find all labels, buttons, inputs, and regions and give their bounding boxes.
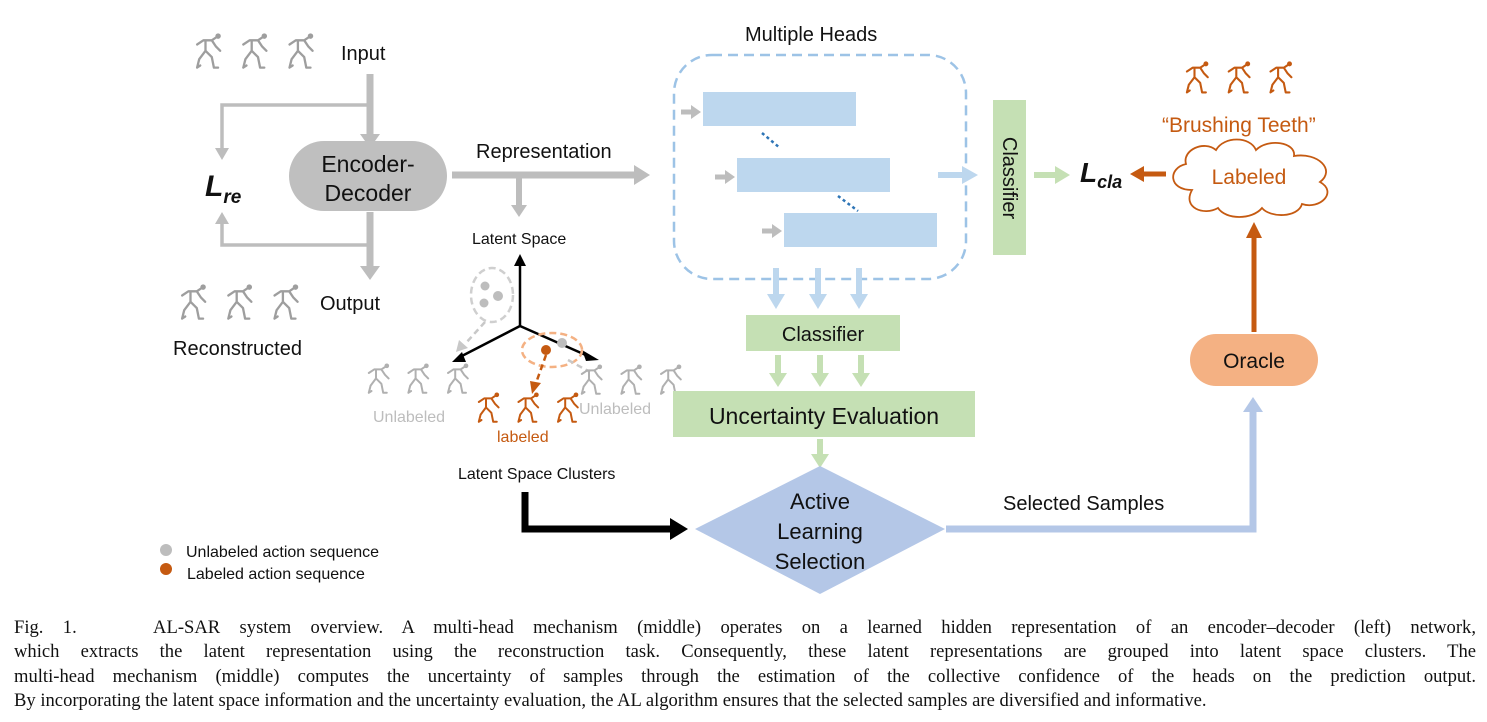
labeled-cloud bbox=[1172, 138, 1329, 218]
encoder-label-line1: Encoder- bbox=[321, 151, 414, 177]
encoder-decoder-block bbox=[289, 141, 447, 211]
uncertainty-evaluation-label: Uncertainty Evaluation bbox=[709, 403, 939, 429]
classifier-block bbox=[746, 315, 900, 351]
legend-labeled-label: Labeled action sequence bbox=[187, 566, 365, 583]
loss-re: Lre bbox=[205, 170, 242, 208]
latent-space-clusters-label: Latent Space Clusters bbox=[458, 466, 615, 483]
labeled-label: labeled bbox=[497, 429, 549, 446]
uncertainty-evaluation-block bbox=[673, 391, 975, 437]
output-skeletons bbox=[182, 286, 298, 319]
unlabeled-skeletons-right bbox=[582, 365, 681, 393]
oracle-block bbox=[1190, 334, 1318, 386]
output-label: Output bbox=[320, 293, 380, 315]
heads-down-arrows bbox=[767, 268, 868, 309]
caption-line: By incorporating the latent space inform… bbox=[14, 689, 1207, 711]
uncertainty-to-selection-arrow bbox=[811, 454, 829, 468]
multiple-heads-label: Multiple Heads bbox=[745, 24, 877, 46]
latent-space-axes bbox=[457, 264, 589, 360]
caption-line: multi-head mechanism (middle) computes t… bbox=[14, 665, 1476, 687]
classifier-vertical-block bbox=[993, 100, 1026, 255]
labeled-cluster bbox=[520, 331, 584, 369]
labeled-cloud-label: Labeled bbox=[1212, 166, 1287, 189]
representation-label: Representation bbox=[476, 141, 612, 163]
heads-to-classifier-arrow bbox=[962, 166, 978, 184]
unlabeled-label-right: Unlabeled bbox=[579, 401, 651, 418]
unlabeled-skeletons-left bbox=[369, 364, 468, 392]
latent-arrow bbox=[511, 205, 527, 217]
input-skeletons bbox=[197, 35, 313, 68]
clusters-to-selection-arrow bbox=[521, 492, 672, 533]
system-diagram: Input Lre Encoder- Decoder Output Recons… bbox=[160, 24, 1329, 594]
classifier-vertical-label: Classifier bbox=[998, 137, 1020, 220]
al-label-line2: Learning bbox=[777, 519, 863, 544]
legend-unlabeled-dot bbox=[160, 544, 172, 556]
legend-labeled-dot bbox=[160, 563, 172, 575]
reconstruction-loop-top bbox=[220, 103, 370, 152]
latent-space-label: Latent Space bbox=[472, 231, 566, 248]
caption-line: which extracts the latent representation… bbox=[14, 641, 1476, 663]
caption-line: Fig. 1. AL-SAR system overview. A multi-… bbox=[14, 617, 1476, 638]
multiple-heads-box bbox=[672, 53, 968, 281]
input-label: Input bbox=[341, 43, 386, 65]
brushing-teeth-label: “Brushing Teeth” bbox=[1162, 114, 1316, 137]
al-label-line1: Active bbox=[790, 489, 850, 514]
encoder-label-line2: Decoder bbox=[325, 180, 412, 206]
unlabeled-label-left: Unlabeled bbox=[373, 409, 445, 426]
legend-unlabeled-label: Unlabeled action sequence bbox=[186, 544, 379, 561]
labeled-skeletons bbox=[479, 393, 578, 421]
figure-caption: Fig. 1. AL-SAR system overview. A multi-… bbox=[14, 616, 1476, 713]
selected-samples-arrow bbox=[946, 410, 1257, 533]
brushing-teeth-skeletons bbox=[1187, 62, 1292, 92]
reconstructed-label: Reconstructed bbox=[173, 338, 302, 360]
classifier-down-arrows bbox=[769, 355, 870, 387]
loss-cla: Lcla bbox=[1080, 157, 1122, 192]
al-label-line3: Selection bbox=[775, 549, 866, 574]
oracle-label: Oracle bbox=[1223, 350, 1285, 373]
selected-samples-label: Selected Samples bbox=[1003, 493, 1164, 515]
unlabeled-cluster bbox=[469, 266, 515, 324]
head-bars bbox=[681, 92, 937, 247]
oracle-to-labeled-arrow bbox=[1246, 222, 1262, 238]
active-learning-selection-diamond bbox=[695, 466, 945, 594]
classifier-label: Classifier bbox=[782, 324, 865, 346]
reconstruction-loop-bottom bbox=[220, 220, 370, 247]
labeled-to-loss-arrow bbox=[1130, 166, 1144, 182]
